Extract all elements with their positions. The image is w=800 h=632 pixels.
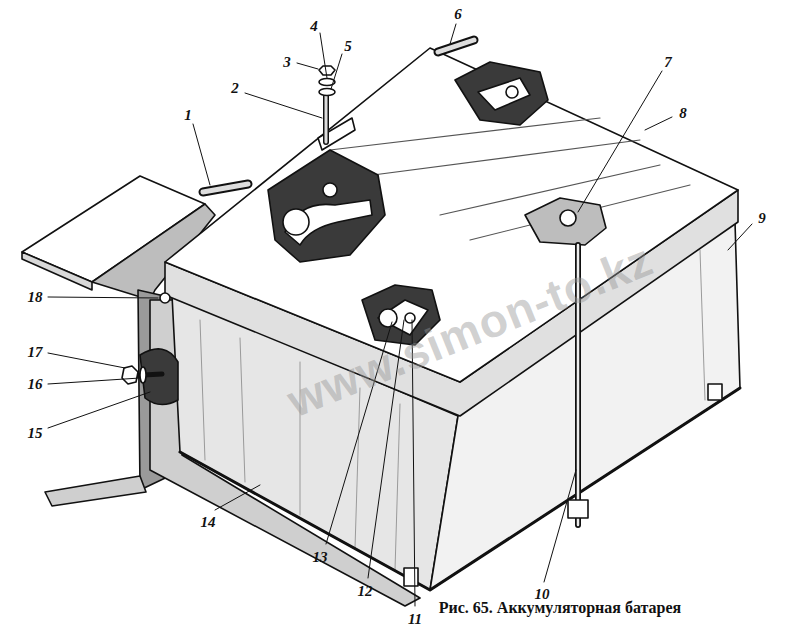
terminal-bolt: [506, 86, 518, 98]
callout-number: 13: [313, 550, 328, 565]
callout-number: 8: [679, 106, 687, 121]
terminal-post: [283, 209, 309, 235]
tie-rod-shine: [438, 40, 474, 52]
mount-washer: [140, 367, 146, 383]
callout-number: 15: [28, 426, 43, 441]
bracket-foot: [45, 476, 146, 506]
lid-cutout: [268, 150, 385, 262]
lid-ribs: [330, 118, 690, 240]
bracket-edge: [22, 252, 92, 290]
frame-rail: [180, 388, 740, 590]
callout-number: 3: [283, 55, 291, 70]
lid-cutout: [455, 62, 548, 125]
tie-rod: [438, 40, 474, 52]
terminal-clamp: [478, 78, 530, 110]
frame-corner: [404, 568, 418, 586]
callout-number: 11: [408, 612, 422, 627]
callout-number: 7: [664, 55, 672, 70]
terminal-post: [379, 309, 397, 327]
bracket-cutout: [140, 349, 178, 405]
callout-number: 16: [28, 377, 43, 392]
callout-number: 14: [201, 515, 216, 530]
mount-nut: [122, 366, 138, 384]
mount-bolt-head: [160, 293, 170, 303]
callout-number: 9: [758, 211, 766, 226]
callout-number: 4: [310, 19, 318, 34]
clamp-nut: [560, 210, 576, 226]
rod-hook: [568, 500, 588, 518]
figure-caption: Рис. 65. Аккумуляторная батарея: [439, 600, 682, 616]
callout-number: 18: [28, 290, 43, 305]
callout-number: 17: [28, 345, 43, 360]
callout-number: 2: [231, 81, 239, 96]
callout-number: 12: [358, 584, 373, 599]
callout-number: 6: [454, 7, 462, 22]
bolt-shine: [325, 96, 328, 142]
terminal-bolt: [405, 313, 415, 323]
nut: [319, 66, 335, 75]
callout-number: 1: [184, 108, 192, 123]
rod-clamp: [525, 198, 606, 245]
callout-number: 5: [344, 39, 352, 54]
leader-lines: [48, 24, 752, 606]
washer: [319, 89, 335, 96]
frame-corner: [708, 384, 722, 400]
terminal-bolt: [323, 183, 337, 197]
bolt: [323, 96, 329, 142]
